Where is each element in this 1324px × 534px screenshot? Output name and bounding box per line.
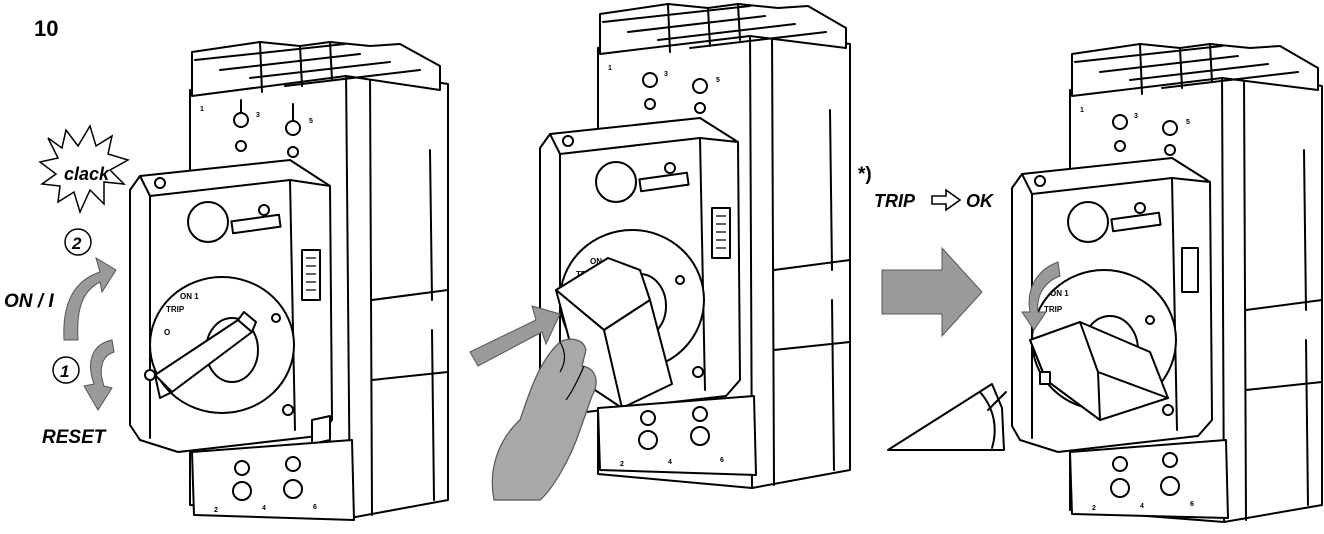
- note-from-label: TRIP: [874, 191, 916, 211]
- p2-terminal-label-bottom-6: 6: [720, 457, 724, 464]
- breaker-panel-3: 1 3 5 ON 1 TRIP 2 4 6: [1011, 43, 1323, 523]
- p2-terminal-label-top-3: 3: [664, 71, 668, 78]
- step-1: 1 RESET: [42, 339, 115, 448]
- p3-terminal-label-top-5: 5: [1186, 119, 1190, 126]
- outline-right-arrow-icon: [931, 188, 962, 212]
- clack-burst: clack: [38, 124, 130, 215]
- p2-terminal-label-top-1: 1: [608, 65, 612, 72]
- terminal-label-top-5: 5: [309, 118, 313, 125]
- step-2-label: ON / I: [4, 291, 54, 312]
- p2-terminal-label-bottom-2: 2: [620, 461, 624, 468]
- hand-icon: [491, 338, 597, 501]
- note-to-label: OK: [966, 191, 995, 211]
- p3-terminal-label-bottom-4: 4: [1140, 503, 1144, 510]
- note-marker: *): [858, 164, 872, 185]
- p2-terminal-label-bottom-4: 4: [668, 459, 672, 466]
- clack-text: clack: [64, 164, 110, 184]
- p3-terminal-label-bottom-6: 6: [1190, 501, 1194, 508]
- on-rotation-arrow-icon: [63, 256, 117, 341]
- terminal-label-bottom-6: 6: [313, 504, 317, 511]
- dial-on-label: ON 1: [180, 292, 199, 301]
- p3-terminal-label-top-1: 1: [1080, 107, 1084, 114]
- p2-dial-on-label: ON 1: [590, 257, 609, 266]
- p2-terminal-label-top-5: 5: [716, 77, 720, 84]
- terminal-label-top-3: 3: [256, 112, 260, 119]
- p3-dial-trip-label: TRIP: [1044, 305, 1063, 314]
- rotation-angle-icon: [887, 383, 1007, 451]
- step-1-label: RESET: [42, 427, 107, 448]
- step-1-number: 1: [60, 362, 69, 381]
- figure-number: 10: [34, 16, 58, 41]
- dial-off-label: O: [164, 328, 170, 337]
- breaker-panel-2: 1 3 5 ON 1 TRIP 2 4 6: [539, 3, 851, 489]
- note-trip-to-ok: *) TRIP OK: [858, 164, 995, 212]
- reset-rotation-arrow-icon: [83, 339, 115, 411]
- p3-terminal-label-bottom-2: 2: [1092, 505, 1096, 512]
- push-arrow-icon: [469, 305, 561, 367]
- breaker-panel-1: 1 3 5 ON 1 TRIP O 2: [129, 41, 449, 521]
- terminal-label-bottom-4: 4: [262, 505, 266, 512]
- p3-terminal-label-top-3: 3: [1134, 113, 1138, 120]
- p3-dial-on-label: ON 1: [1050, 289, 1069, 298]
- step-2-number: 2: [71, 234, 82, 253]
- step-2: 2 ON / I: [4, 228, 117, 341]
- dial-trip-label: TRIP: [166, 305, 185, 314]
- turn-to-trip-arrow-icon: [1021, 261, 1061, 331]
- terminal-label-top-1: 1: [200, 106, 204, 113]
- terminal-label-bottom-2: 2: [214, 507, 218, 514]
- transition-arrow-icon: [881, 246, 983, 338]
